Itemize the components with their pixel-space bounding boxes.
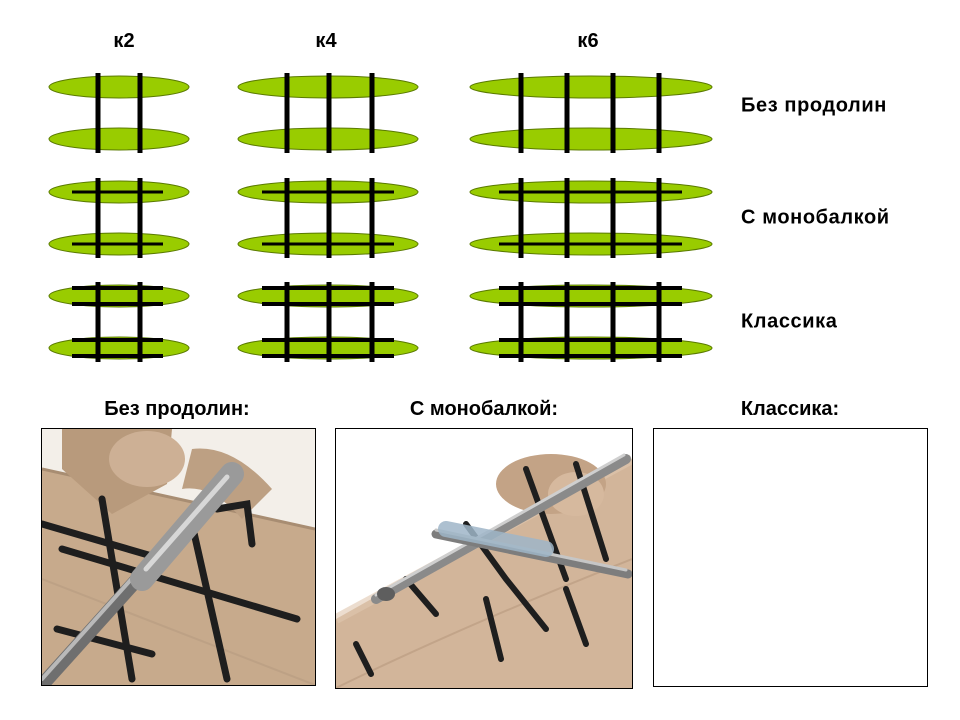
float-r0-c0-0 (48, 75, 190, 99)
photo-monobeam (335, 428, 633, 689)
float-r2-c0-1 (48, 336, 190, 360)
row-header-classic: Классика (741, 310, 838, 333)
column-header-k2: к2 (113, 30, 135, 52)
photo-no-stringers (41, 428, 316, 686)
float-r2-c0-0 (48, 284, 190, 308)
float-r0-c0-1 (48, 127, 190, 151)
column-header-k6: к6 (577, 30, 599, 52)
float-r0-c2-1 (469, 127, 713, 151)
float-r2-c2-1 (469, 336, 713, 360)
photo-caption-classic: Классика: (740, 398, 840, 420)
row-header-monobeam: С монобалкой (741, 206, 890, 229)
column-header-k4: к4 (315, 30, 337, 52)
float-r2-c2-0 (469, 284, 713, 308)
catamaran-frame-diagram (48, 73, 713, 362)
row-header-no-stringers: Без продолин (741, 94, 887, 117)
photo-classic-empty (653, 428, 928, 687)
float-r0-c2-0 (469, 75, 713, 99)
photo-caption-monobeam: С монобалкой: (409, 398, 559, 420)
photo-caption-no-stringers: Без продолин: (104, 398, 250, 420)
